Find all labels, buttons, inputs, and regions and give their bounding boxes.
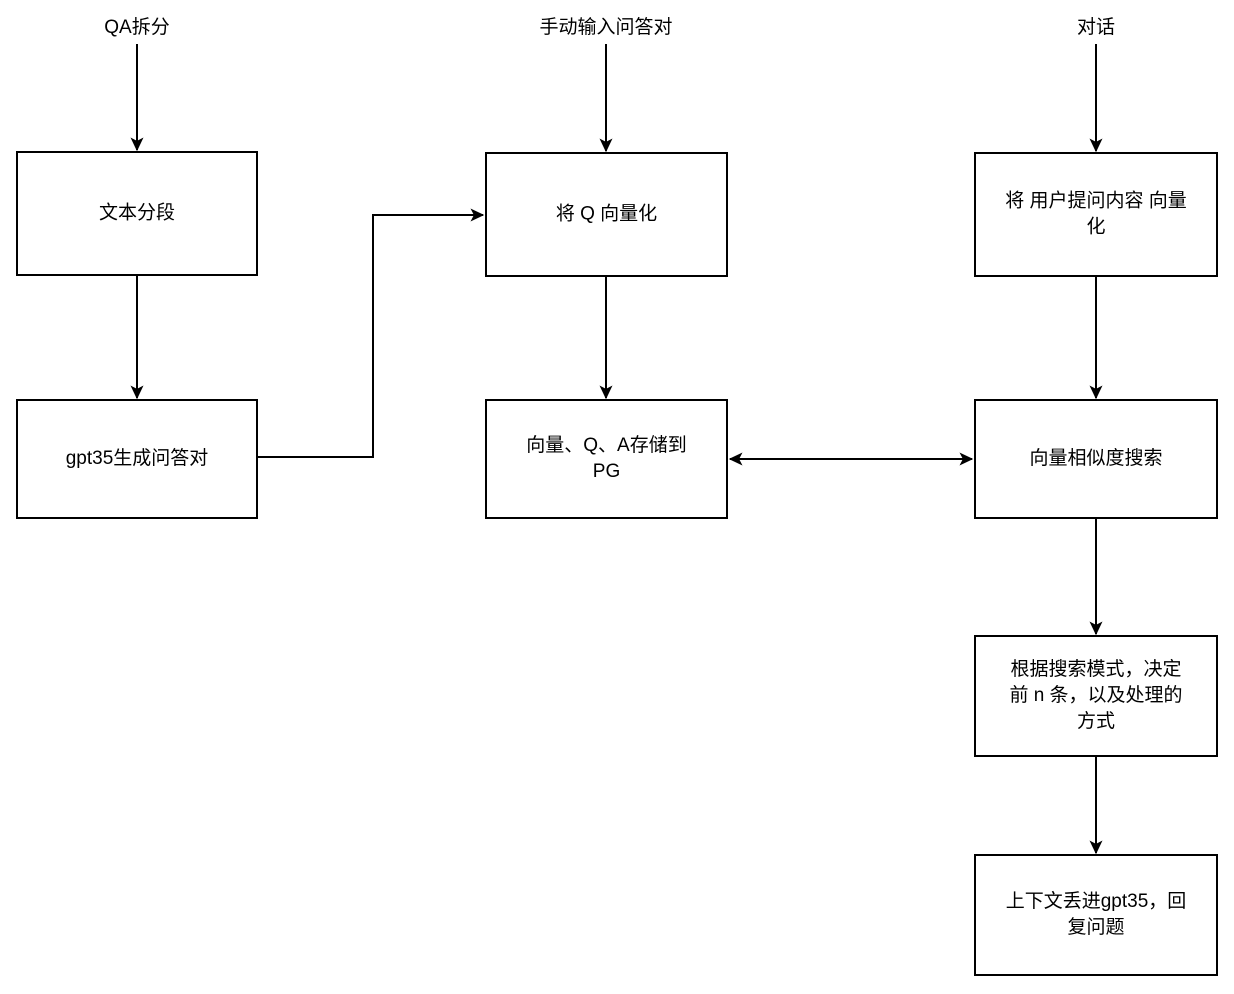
entry-label: QA拆分: [104, 16, 169, 38]
entry-label: 手动输入问答对: [539, 16, 672, 38]
node-box: [974, 399, 1218, 519]
node-label: 将 用户提问内容 向量化: [1005, 190, 1187, 238]
flow-node[interactable]: 将 用户提问内容 向量化: [974, 152, 1218, 277]
flow-node[interactable]: 文本分段: [16, 151, 258, 276]
node-label: gpt35生成问答对: [66, 447, 209, 469]
flow-node[interactable]: gpt35生成问答对: [16, 399, 258, 519]
entry-label: 对话: [1077, 16, 1115, 38]
node-box: [974, 854, 1218, 976]
flow-node[interactable]: 向量相似度搜索: [974, 399, 1218, 519]
node-box: [974, 635, 1218, 757]
node-label: 文本分段: [99, 202, 175, 224]
node-label: 根据搜索模式，决定前 n 条，以及处理的方式: [1009, 658, 1182, 732]
entry-labels-layer: QA拆分 手动输入问答对 对话: [104, 16, 1115, 38]
node-box: [16, 151, 258, 276]
edges-layer: [130, 44, 1103, 855]
node-label: 上下文丢进gpt35，回复问题: [1006, 890, 1187, 938]
flow-node[interactable]: 根据搜索模式，决定前 n 条，以及处理的方式: [974, 635, 1218, 757]
node-box: [485, 152, 728, 277]
node-box: [16, 399, 258, 519]
node-box: [485, 399, 728, 519]
flow-node[interactable]: 将 Q 向量化: [485, 152, 728, 277]
node-box: [974, 152, 1218, 277]
node-label: 将 Q 向量化: [556, 203, 657, 225]
node-label: 向量相似度搜索: [1029, 447, 1162, 469]
flow-connector: [257, 208, 485, 458]
flow-node[interactable]: 上下文丢进gpt35，回复问题: [974, 854, 1218, 976]
